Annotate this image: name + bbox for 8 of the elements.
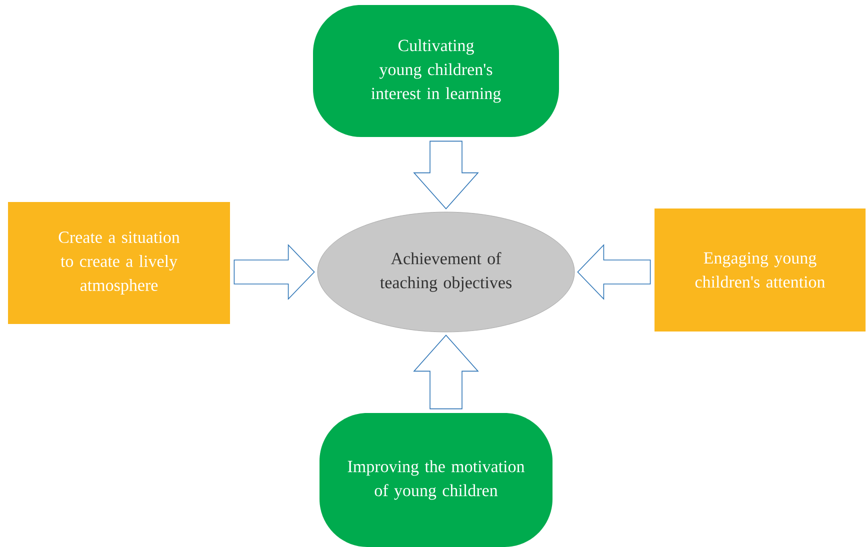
block-arrow [234, 244, 315, 300]
rounded-box: Cultivating young children's interest in learning [313, 5, 559, 137]
block-arrow [577, 244, 651, 300]
block-arrow [413, 140, 479, 210]
rounded-box: Improving the motivation of young children [320, 413, 552, 547]
block-arrow [413, 334, 479, 410]
process-box: Engaging young children's attention [654, 208, 866, 332]
process-box: Create a situation to create a lively atmosphere [8, 202, 230, 324]
